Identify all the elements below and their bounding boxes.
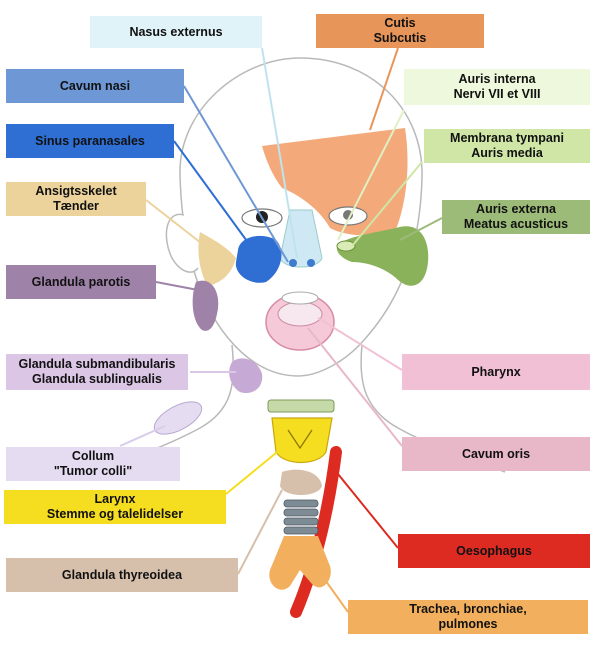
thyreoidea-region [280, 469, 322, 495]
label-auris-externa: Auris externa Meatus acusticus [442, 200, 590, 234]
label-line: Tænder [53, 199, 99, 213]
label-oesophagus: Oesophagus [398, 534, 590, 568]
leader-nasus [261, 47, 298, 259]
label-line: Ansigtsskelet [35, 184, 117, 198]
label-cavum-oris: Cavum oris [402, 437, 590, 471]
bronchi-region [269, 536, 331, 590]
parotis-region [192, 280, 219, 331]
label-cutis: Cutis Subcutis [316, 14, 484, 48]
leader-auris-externa [399, 217, 443, 241]
label-line: Cavum oris [461, 446, 531, 461]
sinus-region [235, 235, 282, 283]
leader-parotis [155, 281, 199, 291]
label-collum: Collum "Tumor colli" [6, 447, 180, 481]
label-glandula-parotis: Glandula parotis [6, 265, 156, 299]
label-line: Collum [71, 449, 115, 463]
auris-externa-region [336, 226, 429, 286]
label-line: Glandula parotis [31, 274, 131, 289]
leader-cutis [369, 47, 399, 131]
label-pharynx: Pharynx [402, 354, 590, 390]
label-line: Larynx [94, 492, 136, 506]
label-line: "Tumor colli" [53, 464, 133, 478]
leader-thyreoidea [237, 489, 283, 575]
label-cavum-nasi: Cavum nasi [6, 69, 184, 103]
cutis-region [262, 128, 408, 236]
label-nasus-externus: Nasus externus [90, 16, 262, 48]
label-line: Stemme og talelidelser [46, 507, 184, 521]
label-line: Pharynx [471, 364, 521, 379]
skeleton-region [198, 232, 236, 286]
leader-membrana [351, 161, 423, 247]
label-line: Membrana tympani [450, 131, 564, 145]
leader-larynx [225, 447, 283, 495]
label-line: Glandula thyreoidea [61, 567, 183, 582]
trachea-rings [283, 499, 319, 535]
submandibular-region [229, 358, 263, 394]
larynx-region [271, 417, 333, 463]
label-line: Meatus acusticus [463, 217, 569, 231]
label-line: Auris media [471, 146, 543, 160]
label-glandula-thyreoidea: Glandula thyreoidea [6, 558, 238, 592]
oesophagus-tube [290, 446, 342, 618]
collum-region [153, 401, 203, 435]
label-line: Glandula sublingualis [32, 372, 162, 386]
label-line: Cutis [384, 16, 416, 30]
larynx-top [267, 399, 335, 413]
label-trachea: Trachea, bronchiae, pulmones [348, 600, 588, 634]
label-line: Auris externa [476, 202, 556, 216]
leader-ansigtsskelet [145, 199, 211, 251]
label-line: Glandula submandibularis [18, 357, 176, 371]
leader-auris-interna [337, 109, 405, 241]
label-line: Cavum nasi [59, 78, 131, 93]
label-line: Subcutis [373, 31, 427, 45]
label-line: Nasus externus [129, 24, 223, 39]
label-membrana-tympani: Membrana tympani Auris media [424, 129, 590, 163]
leader-collum [119, 425, 166, 447]
label-line: Nervi VII et VIII [453, 87, 541, 101]
leader-trachea [317, 569, 349, 613]
label-line: Sinus paranasales [35, 133, 145, 148]
leader-cavum-nasi [183, 85, 289, 263]
leader-sinus [173, 140, 253, 249]
label-ansigtsskelet: Ansigtsskelet Tænder [6, 182, 146, 216]
left-ear [165, 213, 199, 273]
label-line: Trachea, bronchiae, [409, 602, 527, 616]
leader-cavum-oris [307, 327, 403, 447]
label-line: pulmones [438, 617, 498, 631]
label-sinus-paranasales: Sinus paranasales [6, 124, 174, 158]
label-larynx: Larynx Stemme og talelidelser [4, 490, 226, 524]
label-line: Auris interna [458, 72, 536, 86]
leader-oesophagus [337, 473, 399, 549]
label-line: Oesophagus [456, 543, 532, 558]
label-glandula-submandibularis: Glandula submandibularis Glandula sublin… [6, 354, 188, 390]
leader-pharynx [317, 317, 403, 371]
label-auris-interna: Auris interna Nervi VII et VIII [404, 69, 590, 105]
